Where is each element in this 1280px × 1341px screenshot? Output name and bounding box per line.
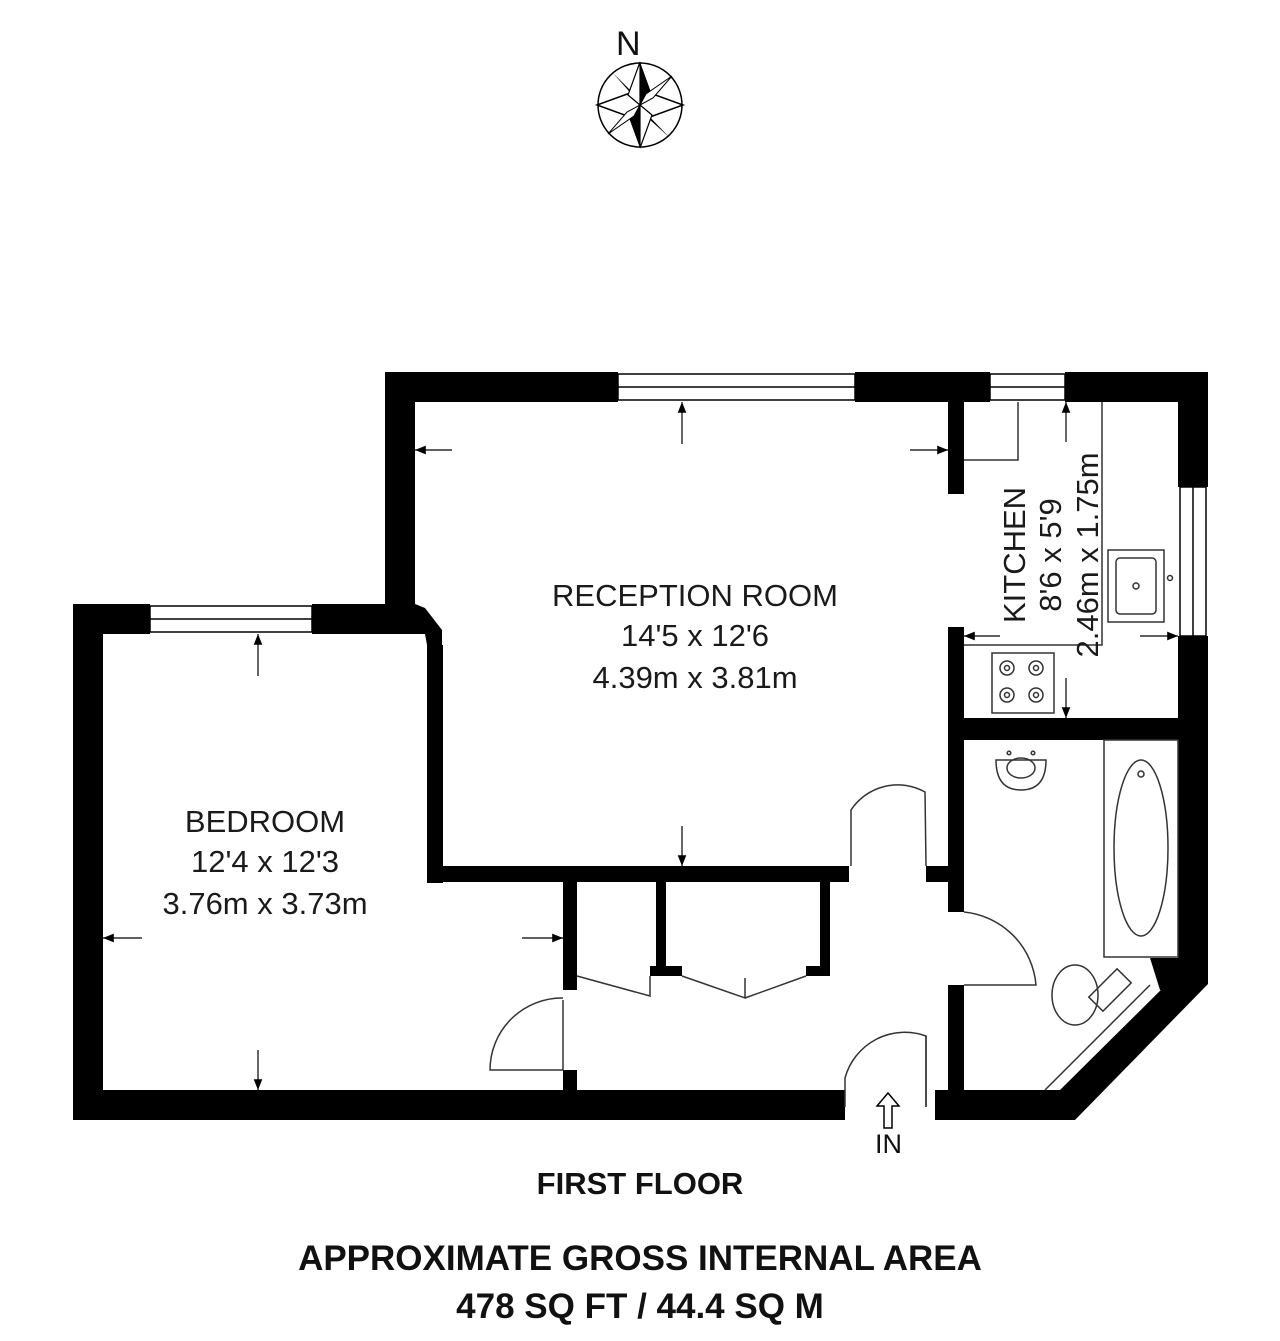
wall xyxy=(935,1090,1075,1120)
hob-icon xyxy=(991,652,1055,714)
room-metric-size: 4.39m x 3.81m xyxy=(592,660,797,695)
windows xyxy=(149,373,1207,637)
wall xyxy=(73,1090,845,1120)
fixtures xyxy=(489,402,1179,1107)
wall xyxy=(948,985,964,1090)
room-name: KITCHEN xyxy=(997,487,1032,623)
wall xyxy=(563,882,577,990)
room-imperial-size: 8'6 x 5'9 xyxy=(1033,498,1068,612)
dimension-arrows xyxy=(103,402,1178,1090)
wall xyxy=(415,604,442,645)
wall xyxy=(73,604,103,1120)
wall xyxy=(855,372,990,402)
floor-label: FIRST FLOOR xyxy=(537,1166,744,1201)
wall xyxy=(385,372,618,402)
room-name: BEDROOM xyxy=(185,804,345,839)
compass-rose-icon: N xyxy=(594,25,686,149)
toilet-icon xyxy=(1051,964,1133,1026)
door-swing xyxy=(963,911,1037,986)
room-imperial-size: 14'5 x 12'6 xyxy=(621,618,769,653)
walls xyxy=(73,372,1208,1120)
bath-icon xyxy=(1103,739,1179,958)
room-name: RECEPTION ROOM xyxy=(552,578,838,613)
wall xyxy=(563,1070,577,1100)
wall xyxy=(312,604,415,634)
basin-icon xyxy=(995,750,1047,791)
wall xyxy=(427,645,443,883)
wall xyxy=(1178,636,1208,982)
wall xyxy=(820,882,830,974)
wall xyxy=(427,866,849,882)
wall xyxy=(948,402,964,494)
room-metric-size: 2.46m x 1.75m xyxy=(1070,452,1105,657)
compass-north-label: N xyxy=(616,25,641,63)
wall xyxy=(948,718,1208,740)
wall xyxy=(948,866,964,912)
wall xyxy=(1150,958,1178,990)
bedroom-label: BEDROOM 12'4 x 12'3 3.76m x 3.73m xyxy=(162,804,367,921)
area-value: 478 SQ FT / 44.4 SQ M xyxy=(456,1287,824,1326)
door-swing xyxy=(844,1031,927,1107)
kitchen-counter xyxy=(964,402,1103,646)
wall xyxy=(385,372,415,609)
reception-room-label: RECEPTION ROOM 14'5 x 12'6 4.39m x 3.81m xyxy=(552,578,838,695)
room-imperial-size: 12'4 x 12'3 xyxy=(191,844,339,879)
kitchen-label: KITCHEN 8'6 x 5'9 2.46m x 1.75m xyxy=(997,452,1105,657)
door-swing xyxy=(850,784,927,867)
sink-icon xyxy=(1107,549,1165,623)
room-metric-size: 3.76m x 3.73m xyxy=(162,886,367,921)
wall xyxy=(1060,973,1208,1120)
kitchen-counter xyxy=(964,402,1019,461)
entrance-label: IN xyxy=(875,1129,902,1159)
wall xyxy=(656,882,666,974)
wall xyxy=(948,627,964,877)
wall xyxy=(1178,372,1208,487)
wall xyxy=(650,966,682,976)
entrance-arrow-icon xyxy=(875,1091,901,1129)
wall xyxy=(806,966,830,976)
door-swing xyxy=(489,997,564,1071)
area-heading: APPROXIMATE GROSS INTERNAL AREA xyxy=(298,1239,982,1278)
